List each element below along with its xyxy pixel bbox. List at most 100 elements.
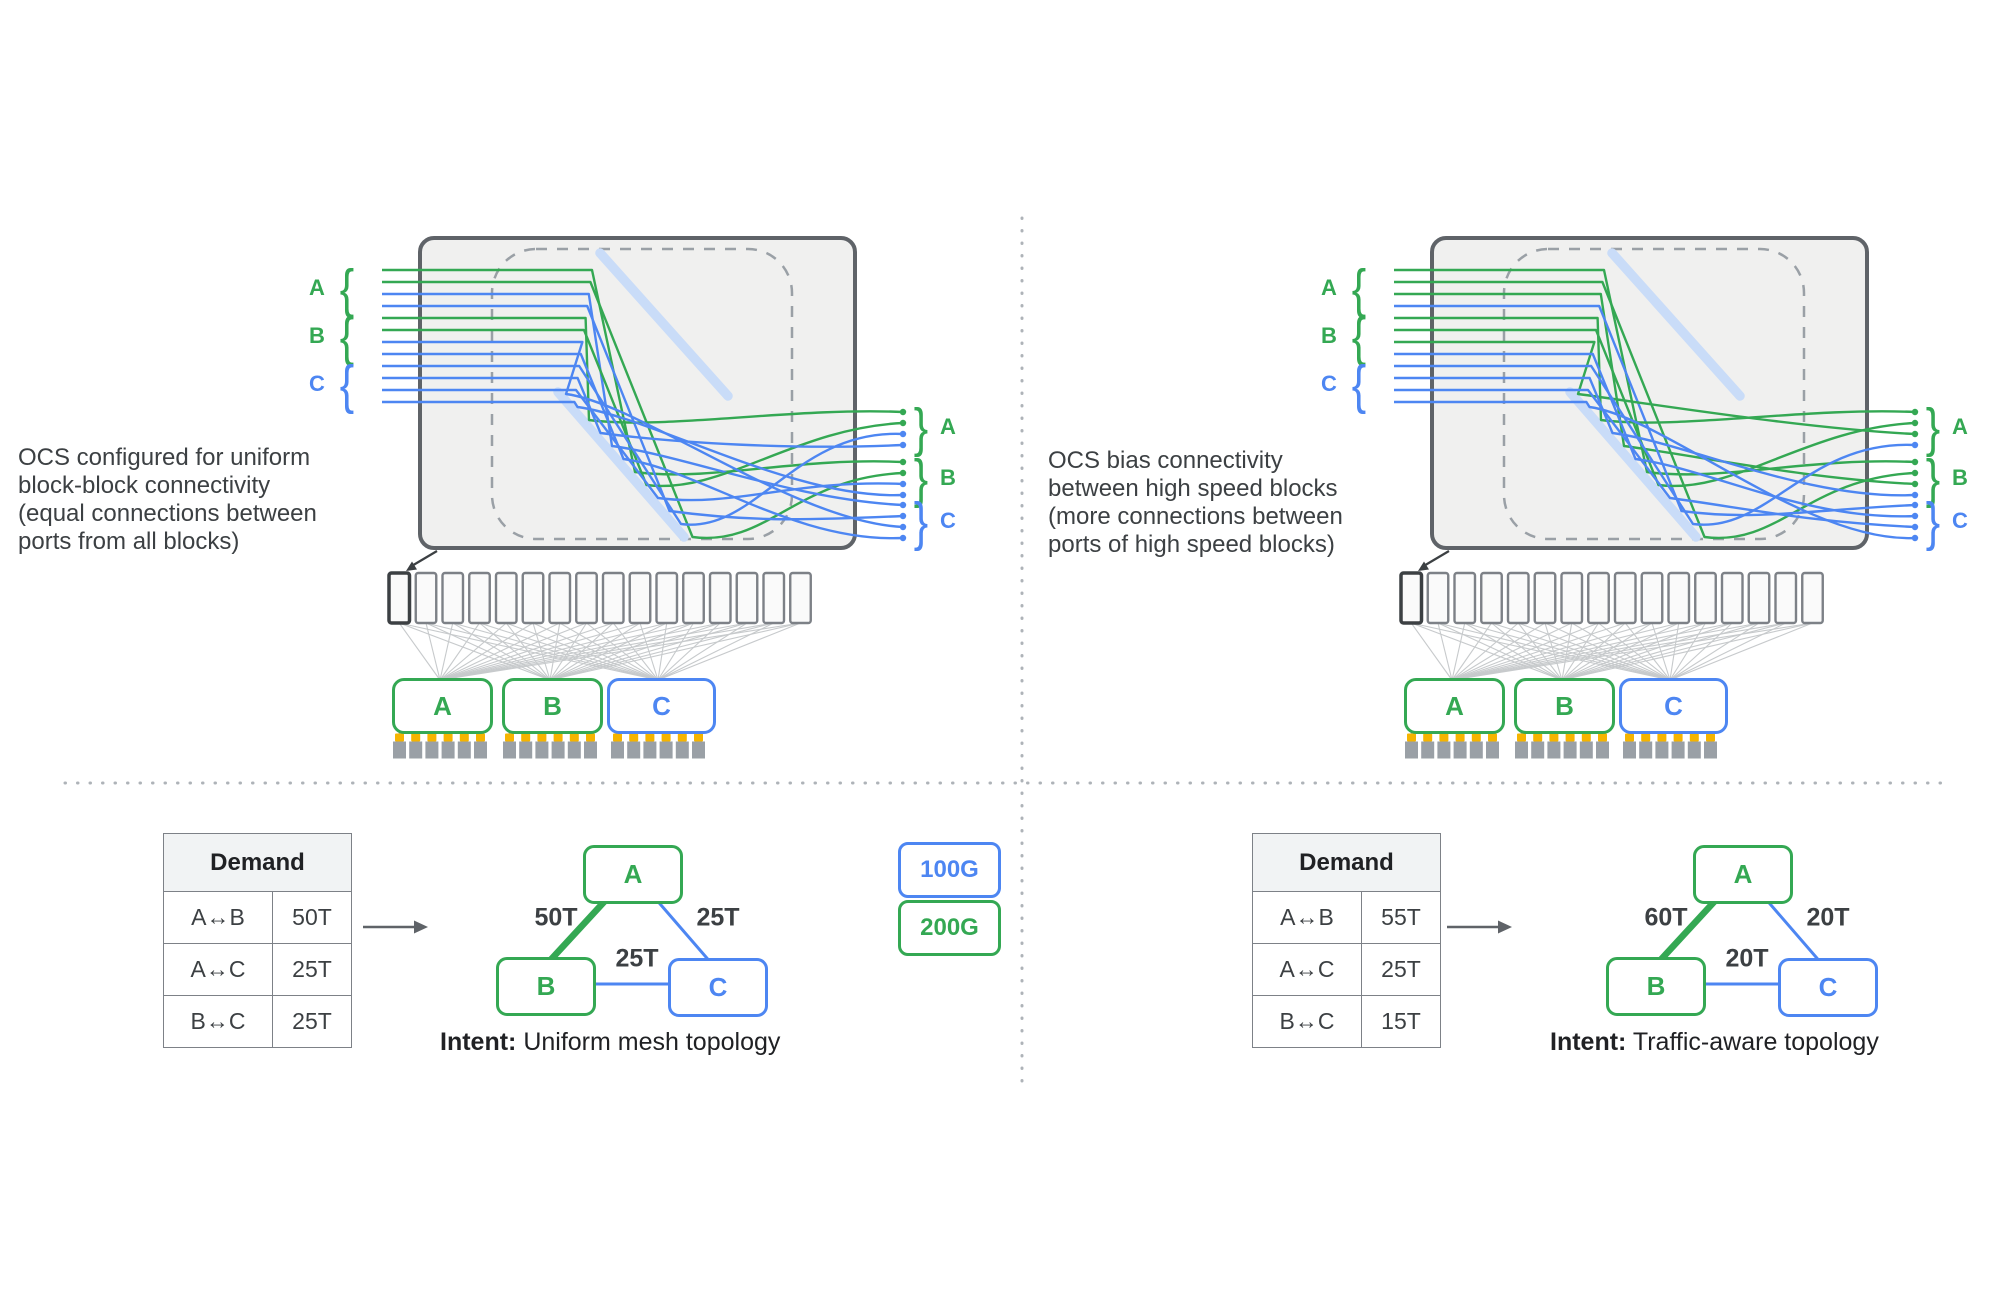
pin-body: [1421, 741, 1435, 759]
port-to-block-link: [1410, 622, 1453, 681]
open-brace-icon: {: [1351, 259, 1367, 319]
fiber-endpoint-dot: [1911, 458, 1919, 466]
fiber-path: [382, 280, 904, 540]
fiber-endpoint-dot: [1911, 491, 1919, 499]
pin-connector-cap: [1706, 733, 1715, 742]
ocs-inner-dashed-frame: [490, 247, 794, 541]
input-group-label-c: C: [1321, 371, 1337, 396]
input-group-label-b: B: [309, 323, 325, 348]
ocs-port: [414, 571, 438, 625]
block-b: B: [1514, 678, 1615, 734]
ocs-callout-arrowhead: [1418, 561, 1429, 571]
output-group-label-a: A: [1952, 414, 1968, 439]
ocs-port: [1694, 571, 1717, 625]
open-brace-icon: {: [339, 259, 355, 319]
pin-body: [457, 741, 471, 759]
port-to-block-link: [657, 622, 774, 681]
fiber-endpoint-dot: [899, 491, 907, 499]
pin-connector-cap: [677, 733, 687, 742]
block-b-label: B: [543, 690, 562, 721]
pin-body: [1687, 741, 1701, 759]
port-to-block-link: [1451, 622, 1572, 681]
block-c-label: C: [1664, 690, 1683, 721]
port-to-block-link: [549, 622, 801, 681]
pin-body: [1596, 741, 1609, 759]
fiber-endpoint-dot: [899, 430, 907, 438]
demand-pair: A↔C: [1253, 944, 1362, 996]
fiber-path: [382, 328, 904, 488]
pin-body: [393, 741, 406, 759]
ocs-port: [601, 571, 625, 625]
fiber-path: [1394, 364, 1916, 526]
port-to-block-link: [1669, 622, 1813, 681]
block-a: A: [392, 678, 493, 734]
fiber-endpoint-dot: [1911, 408, 1919, 416]
ocs-port: [655, 571, 679, 625]
legend-200g: 200G: [898, 900, 1001, 956]
fiber-endpoint-dot: [899, 534, 907, 542]
fiber-endpoint-dot: [1911, 480, 1919, 488]
demand-table-title: Demand: [164, 834, 351, 892]
panel-right-description: OCS bias connectivity between high speed…: [1048, 447, 1343, 558]
demand-pair: A↔B: [1253, 892, 1362, 944]
intent-text: Uniform mesh topology: [516, 1028, 781, 1056]
fiber-endpoint-dot: [1911, 430, 1919, 438]
ocs-port: [1480, 571, 1503, 625]
pin-body: [1531, 741, 1545, 759]
ocs-port: [735, 571, 759, 625]
port-to-block-link: [1451, 622, 1466, 681]
ocs-port: [468, 571, 491, 625]
port-to-block-link: [1669, 622, 1786, 681]
pin-body: [425, 741, 439, 759]
node-b-label: B: [536, 971, 556, 1001]
port-to-block-link: [398, 622, 441, 681]
demand-value: 50T: [273, 892, 351, 944]
fiber-endpoint-dot: [899, 501, 907, 509]
node-b-label: B: [1646, 971, 1666, 1001]
pin-connector-cap: [521, 733, 531, 742]
pin-connector-cap: [1471, 733, 1481, 742]
ocs-callout-line: [409, 550, 438, 568]
fiber-endpoint-dot: [899, 469, 907, 477]
demand-value: 25T: [273, 944, 351, 996]
demand-value: 25T: [292, 1008, 332, 1034]
intent-caption: Intent: Uniform mesh topology: [440, 1028, 780, 1057]
close-brace-icon: }: [913, 449, 929, 509]
intent-text: Traffic-aware topology: [1626, 1028, 1879, 1056]
port-to-block-link: [1561, 622, 1813, 681]
intent-label: Intent:: [1550, 1028, 1627, 1056]
pin-body: [409, 741, 423, 759]
pin-body: [675, 741, 689, 759]
pin-connector-cap: [537, 733, 547, 742]
port-to-block-link: [549, 622, 721, 681]
port-to-block-link: [1437, 622, 1453, 681]
demand-table: Demand A↔B 55T A↔C 25T B↔C 15T: [1252, 833, 1441, 1048]
ocs-port: [682, 571, 705, 625]
port-to-block-link: [1411, 622, 1563, 681]
fiber-path: [382, 400, 904, 497]
port-to-block-link: [439, 622, 507, 681]
fiber-path: [382, 340, 904, 529]
pin-body: [1486, 741, 1499, 759]
fiber-path: [1394, 340, 1916, 436]
ocs-port-highlighted: [1399, 571, 1424, 625]
mirror-array-upper: [595, 248, 733, 401]
block-c: C: [1619, 678, 1728, 734]
pin-connector-cap: [1407, 733, 1416, 742]
close-brace-icon: }: [1925, 449, 1941, 509]
fiber-endpoint-dot: [899, 419, 907, 427]
ocs-port: [1640, 571, 1664, 625]
ocs-port: [575, 571, 598, 625]
pin-body: [1671, 741, 1685, 759]
port-to-block-link: [657, 622, 801, 681]
ocs-port: [548, 571, 572, 625]
fiber-endpoint-dot: [899, 408, 907, 416]
pin-connector-cap: [1565, 733, 1575, 742]
close-brace-icon: }: [1925, 398, 1941, 458]
pin-body: [643, 741, 657, 759]
pin-connector-cap: [1455, 733, 1465, 742]
output-group-label-c: C: [940, 508, 956, 533]
port-to-block-link: [1464, 622, 1563, 681]
ocs-inner-dashed-frame: [1502, 247, 1806, 541]
fiber-endpoint-dot: [1911, 534, 1919, 542]
